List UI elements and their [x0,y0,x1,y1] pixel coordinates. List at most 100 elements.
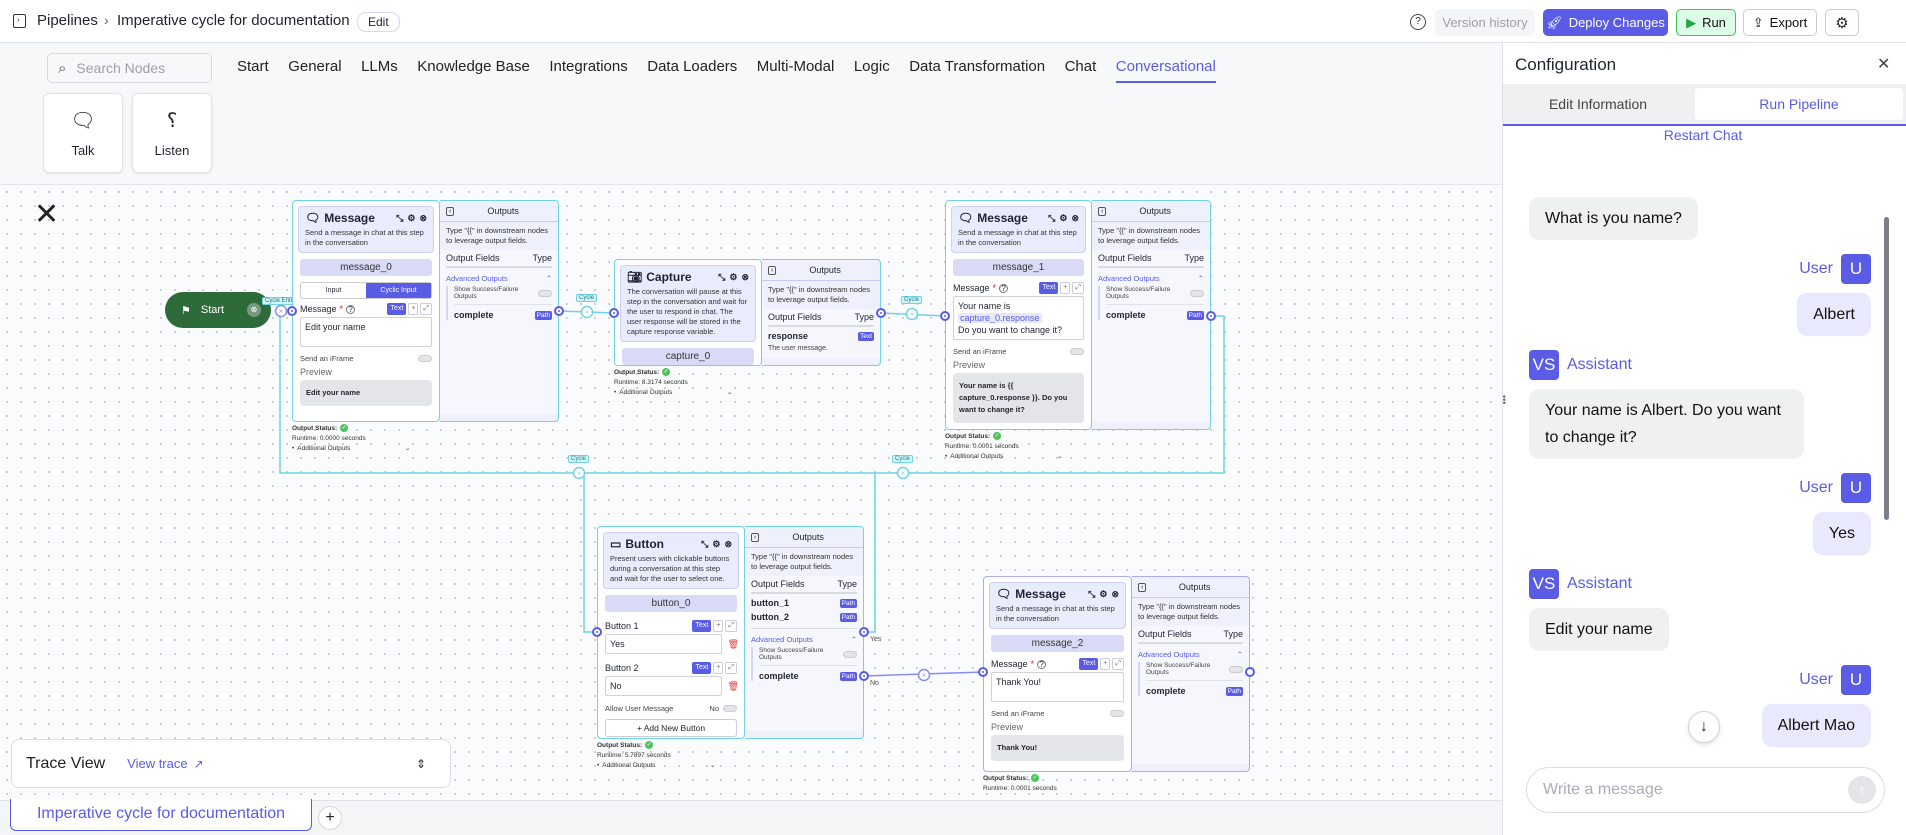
input-mode-cyclic-input[interactable]: Cyclic Input [366,283,431,298]
expand-icon[interactable]: ⤢ [725,662,737,674]
gear-icon[interactable]: ⚙ [1059,212,1068,223]
additional-outputs-toggle[interactable]: •Additional Outputs⌄ [945,452,1063,462]
input-handle[interactable] [287,306,297,316]
add-variable-icon[interactable]: + [408,303,419,315]
edit-title-button[interactable]: Edit [357,12,400,32]
node-message-1[interactable]: 🗨︎Message⤡⚙⊗Send a message in chat at th… [940,200,1216,430]
pipeline-tab-active[interactable]: Imperative cycle for documentation [10,799,312,831]
text-type-badge[interactable]: Text [1039,282,1059,294]
collapse-panel-icon[interactable]: ‹ [1098,206,1107,216]
palette-item-listen[interactable]: ⸮Listen [132,93,212,173]
settings-button[interactable]: ⚙ [1825,9,1859,36]
output-handle[interactable] [554,306,564,316]
collapse-icon[interactable]: ⤡ [718,271,726,282]
help-icon[interactable]: ? [999,283,1009,293]
gear-icon[interactable]: ⚙ [712,538,721,549]
send-iframe-toggle[interactable] [1070,348,1084,355]
add-variable-icon[interactable]: + [713,662,724,674]
input-mode-input[interactable]: Input [325,287,342,294]
allow-user-message-toggle[interactable] [723,705,737,712]
additional-outputs-toggle[interactable]: •Additional Outputs⌄ [597,761,715,771]
collapse-panel-icon[interactable]: ‹ [446,206,455,216]
node-message-2[interactable]: 🗨︎Message⤡⚙⊗Send a message in chat at th… [978,576,1255,772]
send-button[interactable]: ↑ [1848,776,1876,804]
category-tab-chat[interactable]: Chat [1064,58,1097,75]
resize-handle-icon[interactable]: ••• [1499,395,1509,405]
expand-icon[interactable]: ⤢ [420,303,432,315]
view-trace-link[interactable]: View trace [127,756,188,771]
collapse-panel-icon[interactable]: ‹ [768,265,777,275]
sidebar-toggle-icon[interactable]: › [13,14,26,28]
category-tab-knowledge-base[interactable]: Knowledge Base [417,58,530,75]
output-handle-yes[interactable] [859,627,869,637]
help-icon[interactable]: ? [346,304,356,314]
close-panel-icon[interactable]: ✕ [1877,56,1891,73]
show-sf-toggle[interactable] [843,650,857,658]
collapse-icon[interactable]: ⤡ [396,212,404,223]
text-type-badge[interactable]: Text [692,662,712,674]
category-tab-data-transformation[interactable]: Data Transformation [909,58,1046,75]
message-input[interactable]: Write a message ↑ [1526,767,1885,813]
tab-edit-information[interactable]: Edit Information [1503,84,1693,124]
additional-outputs-toggle[interactable]: •Additional Outputs⌄ [292,444,410,454]
deploy-changes-button[interactable]: 🚀︎Deploy Changes [1543,9,1668,36]
add-variable-icon[interactable]: + [713,620,724,632]
gear-icon[interactable]: ⚙ [729,271,738,282]
export-button[interactable]: ⇪Export [1743,9,1817,36]
node-id[interactable]: button_0 [605,595,737,612]
category-tab-start[interactable]: Start [237,58,269,75]
text-type-badge[interactable]: Text [1079,658,1099,670]
palette-item-talk[interactable]: 🗨︎Talk [43,93,123,173]
node-message-0[interactable]: 🗨︎Message⤡⚙⊗Send a message in chat at th… [287,200,564,422]
add-new-button[interactable]: + Add New Button [605,719,737,737]
gear-icon[interactable]: ⚙ [407,212,416,223]
input-handle[interactable] [978,667,988,677]
node-capture-0[interactable]: 📷︎Capture⤡⚙⊗The conversation will pause … [609,259,886,366]
category-tab-data-loaders[interactable]: Data Loaders [647,58,738,75]
expand-toggle-icon[interactable]: ⇕ [415,756,426,771]
output-handle[interactable] [1245,667,1255,677]
trace-view-panel[interactable]: Trace View View trace ↗ ⇕ [11,739,451,788]
send-iframe-toggle[interactable] [1110,710,1124,717]
category-tab-multi-modal[interactable]: Multi-Modal [756,58,835,75]
trash-icon[interactable]: 🗑︎ [727,680,739,691]
close-circle-icon[interactable]: ⊗ [419,212,427,223]
breadcrumb-pipelines[interactable]: Pipelines [37,12,98,29]
node-id[interactable]: capture_0 [622,348,754,365]
close-circle-icon[interactable]: ⊗ [741,271,749,282]
close-circle-icon[interactable]: ⊗ [724,538,732,549]
add-variable-icon[interactable]: + [1100,658,1111,670]
help-icon[interactable]: ? [1037,659,1047,669]
show-sf-toggle[interactable] [1229,665,1243,673]
add-variable-icon[interactable]: + [1060,282,1071,294]
node-id[interactable]: message_2 [991,635,1124,652]
gear-icon[interactable]: ⚙ [1099,588,1108,599]
node-button-0[interactable]: ▭Button⤡⚙⊗Present users with clickable b… [592,526,869,739]
version-history-button[interactable]: Version history [1435,9,1535,36]
send-iframe-toggle[interactable] [418,355,432,362]
collapse-icon[interactable]: ⤡ [701,538,709,549]
show-sf-toggle[interactable] [1190,289,1204,297]
output-handle[interactable] [876,308,886,318]
button-value-input[interactable]: No [605,676,722,696]
output-handle[interactable] [1206,311,1216,321]
input-handle[interactable] [609,308,619,318]
add-tab-button[interactable]: + [318,806,342,830]
message-input[interactable]: Edit your name [300,317,432,347]
advanced-outputs-toggle[interactable]: Advanced Outputs⌃ [1098,274,1204,283]
category-tab-integrations[interactable]: Integrations [549,58,628,75]
advanced-outputs-toggle[interactable]: Advanced Outputs⌃ [751,635,857,644]
category-tab-general[interactable]: General [288,58,342,75]
collapse-panel-icon[interactable]: ‹ [751,532,760,542]
close-circle-icon[interactable]: ⊗ [1111,588,1119,599]
node-id[interactable]: message_1 [953,259,1084,276]
search-nodes-input[interactable]: ⌕ Search Nodes [47,53,212,83]
expand-icon[interactable]: ⤢ [725,620,737,632]
input-handle[interactable] [940,311,950,321]
advanced-outputs-toggle[interactable]: Advanced Outputs⌃ [446,274,552,283]
show-sf-toggle[interactable] [538,289,552,297]
input-handle[interactable] [592,627,602,637]
category-tab-logic[interactable]: Logic [853,58,890,75]
collapse-icon[interactable]: ⤡ [1088,588,1096,599]
